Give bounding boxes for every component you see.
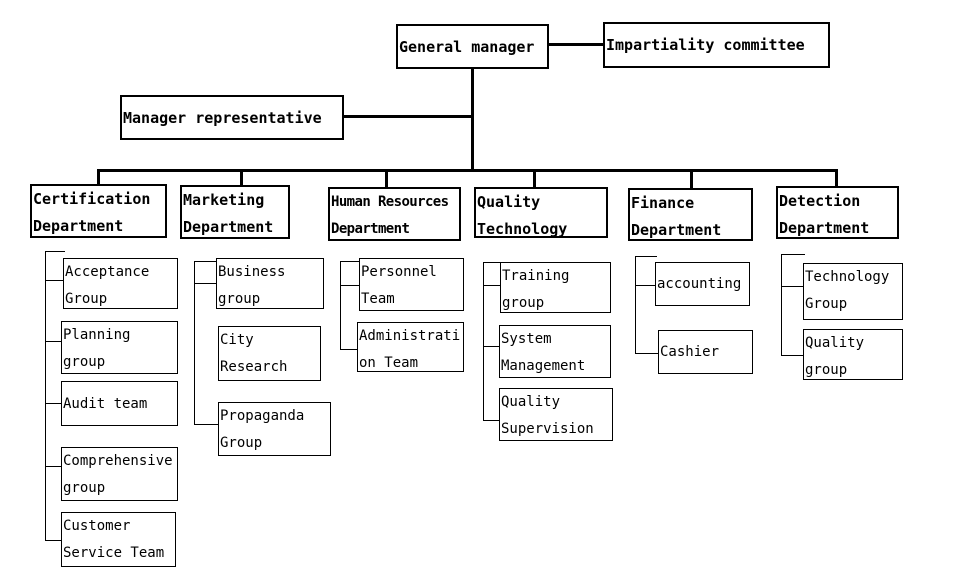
connector-marketing-spine [194,261,195,424]
connector-administration [340,349,359,350]
group-audit: Audit team [61,381,178,426]
group-technology: Technology Group [803,263,903,320]
group-cashier: Cashier [658,330,753,374]
connector-dept-certification [97,169,100,186]
general-manager-box: General manager [396,24,549,69]
connector-quality-group [781,355,805,356]
connector-dept-finance [690,169,693,189]
connector-dept-marketing [240,169,243,186]
connector-finance-top [635,256,657,257]
connector-accounting [635,285,657,286]
department-human-resources: Human Resources Department [328,187,461,241]
connector-dept-hr [385,169,388,188]
connector-comprehensive [45,466,63,467]
connector-hr-spine [340,261,341,349]
connector-representative [343,115,473,118]
group-acceptance: Acceptance Group [63,258,178,309]
connector-quality-top [483,262,502,263]
department-marketing: Marketing Department [180,185,290,239]
group-planning: Planning group [61,321,178,374]
connector-certification-top [45,251,65,252]
group-quality-supervision: Quality Supervision [499,388,613,441]
group-system-management: System Management [499,325,611,378]
group-training: Training group [500,262,611,313]
connector-dept-quality [533,169,536,188]
impartiality-committee-box: Impartiality committee [603,22,830,68]
connector-personnel [340,285,361,286]
group-personnel: Personnel Team [359,258,464,311]
connector-cashier [635,353,660,354]
connector-detection-top [781,254,805,255]
connector-training [483,285,502,286]
connector-gm-trunk [471,67,474,171]
connector-audit [45,403,63,404]
connector-hr-top [340,261,361,262]
group-business: Business group [216,258,324,309]
department-detection: Detection Department [776,186,899,239]
group-administration: Administrati on Team [357,322,464,372]
connector-gm-committee [547,43,604,46]
connector-department-bus [97,169,838,172]
connector-planning [45,341,63,342]
connector-customer-service [45,540,63,541]
connector-acceptance [45,280,65,281]
connector-business [194,283,218,284]
connector-supervision [483,420,501,421]
department-finance: Finance Department [628,188,753,241]
group-accounting: accounting [655,262,750,306]
manager-representative-box: Manager representative [120,95,344,140]
connector-technology [781,286,805,287]
connector-propaganda [194,424,220,425]
connector-dept-detection [835,169,838,187]
connector-quality-spine [483,262,484,420]
group-propaganda: Propaganda Group [218,402,331,456]
department-quality-technology: Quality Technology [474,187,608,238]
connector-detection-spine [781,254,782,355]
connector-system [483,346,501,347]
connector-marketing-top [194,261,218,262]
group-comprehensive: Comprehensive group [61,447,178,501]
group-customer-service: Customer Service Team [61,512,176,567]
group-city-research: City Research [218,326,321,381]
department-certification: Certification Department [30,184,167,238]
connector-certification-spine [45,251,46,540]
group-quality: Quality group [803,329,903,380]
connector-finance-spine [635,256,636,353]
